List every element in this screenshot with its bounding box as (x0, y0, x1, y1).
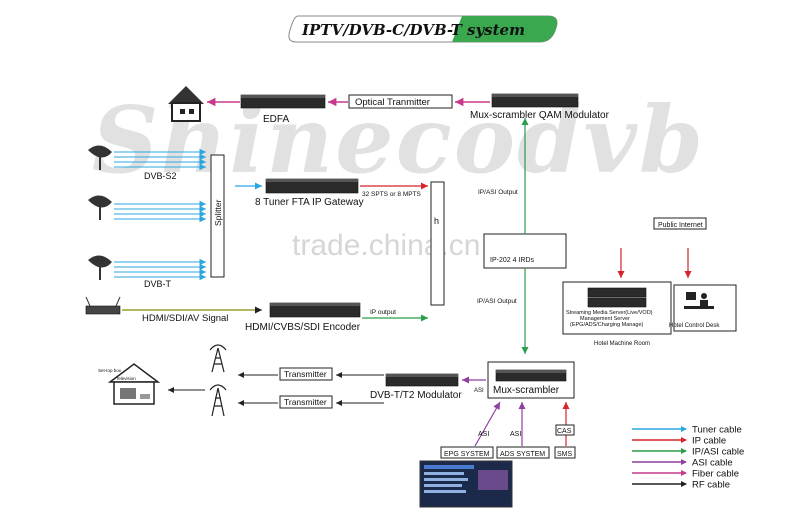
qam-modulator-label: Mux-scrambler QAM Modulator (470, 110, 610, 121)
optical-transmitter-label: Optical Tranmitter (355, 97, 430, 108)
ip-gateway-label: 8 Tuner FTA IP Gateway (255, 197, 364, 208)
splitter-label: Splitter (213, 199, 223, 226)
spts-label: 32 SPTS or 8 MPTS (362, 191, 422, 198)
legend-arrow-0 (681, 426, 687, 432)
epg-screen-image (420, 461, 512, 507)
ip-gateway-device (266, 179, 358, 193)
mux-scrambler-label: Mux-scrambler (493, 385, 560, 396)
ads-label: ADS SYSTEM (500, 451, 545, 458)
encoder-device (270, 303, 360, 317)
ipasi-output-bottom-label: IP/ASI Output (477, 298, 517, 305)
legend-arrow-1 (681, 437, 687, 443)
ird-label: IP-202 4 IRDs (490, 257, 534, 264)
public-internet-label: Public Internet (658, 222, 703, 229)
cas-label: CAS (557, 428, 572, 435)
machine-room-label: Hotel Machine Room (594, 341, 650, 347)
dvbt2-modulator-label: DVB-T/T2 Modulator (370, 390, 462, 401)
switch-label: h (434, 216, 439, 226)
legend-label-5: RF cable (692, 480, 730, 491)
set-top-box-icon (86, 297, 120, 314)
encoder-label: HDMI/CVBS/SDI Encoder (245, 322, 361, 333)
asi-small-label: ASI (474, 388, 484, 394)
control-desk-label: Hotel Control Desk (669, 323, 720, 329)
legend-label-4: Fiber cable (692, 469, 739, 480)
hdmi-signal-label: HDMI/SDI/AV Signal (142, 313, 228, 324)
legend-label-2: IP/ASI cable (692, 447, 744, 458)
transmitter1-label: Transmitter (284, 369, 327, 379)
legend-label-0: Tuner cable (692, 425, 742, 436)
ipasi-output-top-label: IP/ASI Output (478, 189, 518, 196)
asi-epg-mux (475, 402, 500, 446)
legend-arrow-5 (681, 481, 687, 487)
watermark-site: trade.china.cn (292, 229, 480, 262)
legend-arrow-3 (681, 459, 687, 465)
transmitter2-label: Transmitter (284, 397, 327, 407)
asi2-label: ASI (510, 431, 521, 438)
switch-box (431, 182, 444, 305)
title: IPTV/DVB-C/DVB-T system (301, 21, 525, 39)
epg-label: EPG SYSTEM (444, 451, 490, 458)
dvbt-label: DVB-T (144, 279, 172, 289)
home-label-tv: Television (116, 376, 136, 381)
ip-output-label: IP output (370, 309, 396, 316)
legend-arrow-2 (681, 448, 687, 454)
legend-label-1: IP cable (692, 436, 726, 447)
asi1-label: ASI (478, 431, 489, 438)
title-badge: IPTV/DVB-C/DVB-T system (289, 16, 557, 42)
edfa-device (241, 95, 325, 108)
legend-label-3: ASI cable (692, 458, 733, 469)
edfa-label: EDFA (263, 114, 289, 125)
antenna-tower-icon (210, 345, 226, 416)
legend-arrow-4 (681, 470, 687, 476)
dvbt2-modulator-device (386, 374, 458, 386)
qam-modulator-device (492, 94, 578, 107)
sms-label: SMS (557, 451, 573, 458)
home-label-stb: Set-top box (98, 368, 122, 373)
mux-scrambler-device (496, 370, 566, 381)
dvbs2-label: DVB-S2 (144, 171, 177, 181)
